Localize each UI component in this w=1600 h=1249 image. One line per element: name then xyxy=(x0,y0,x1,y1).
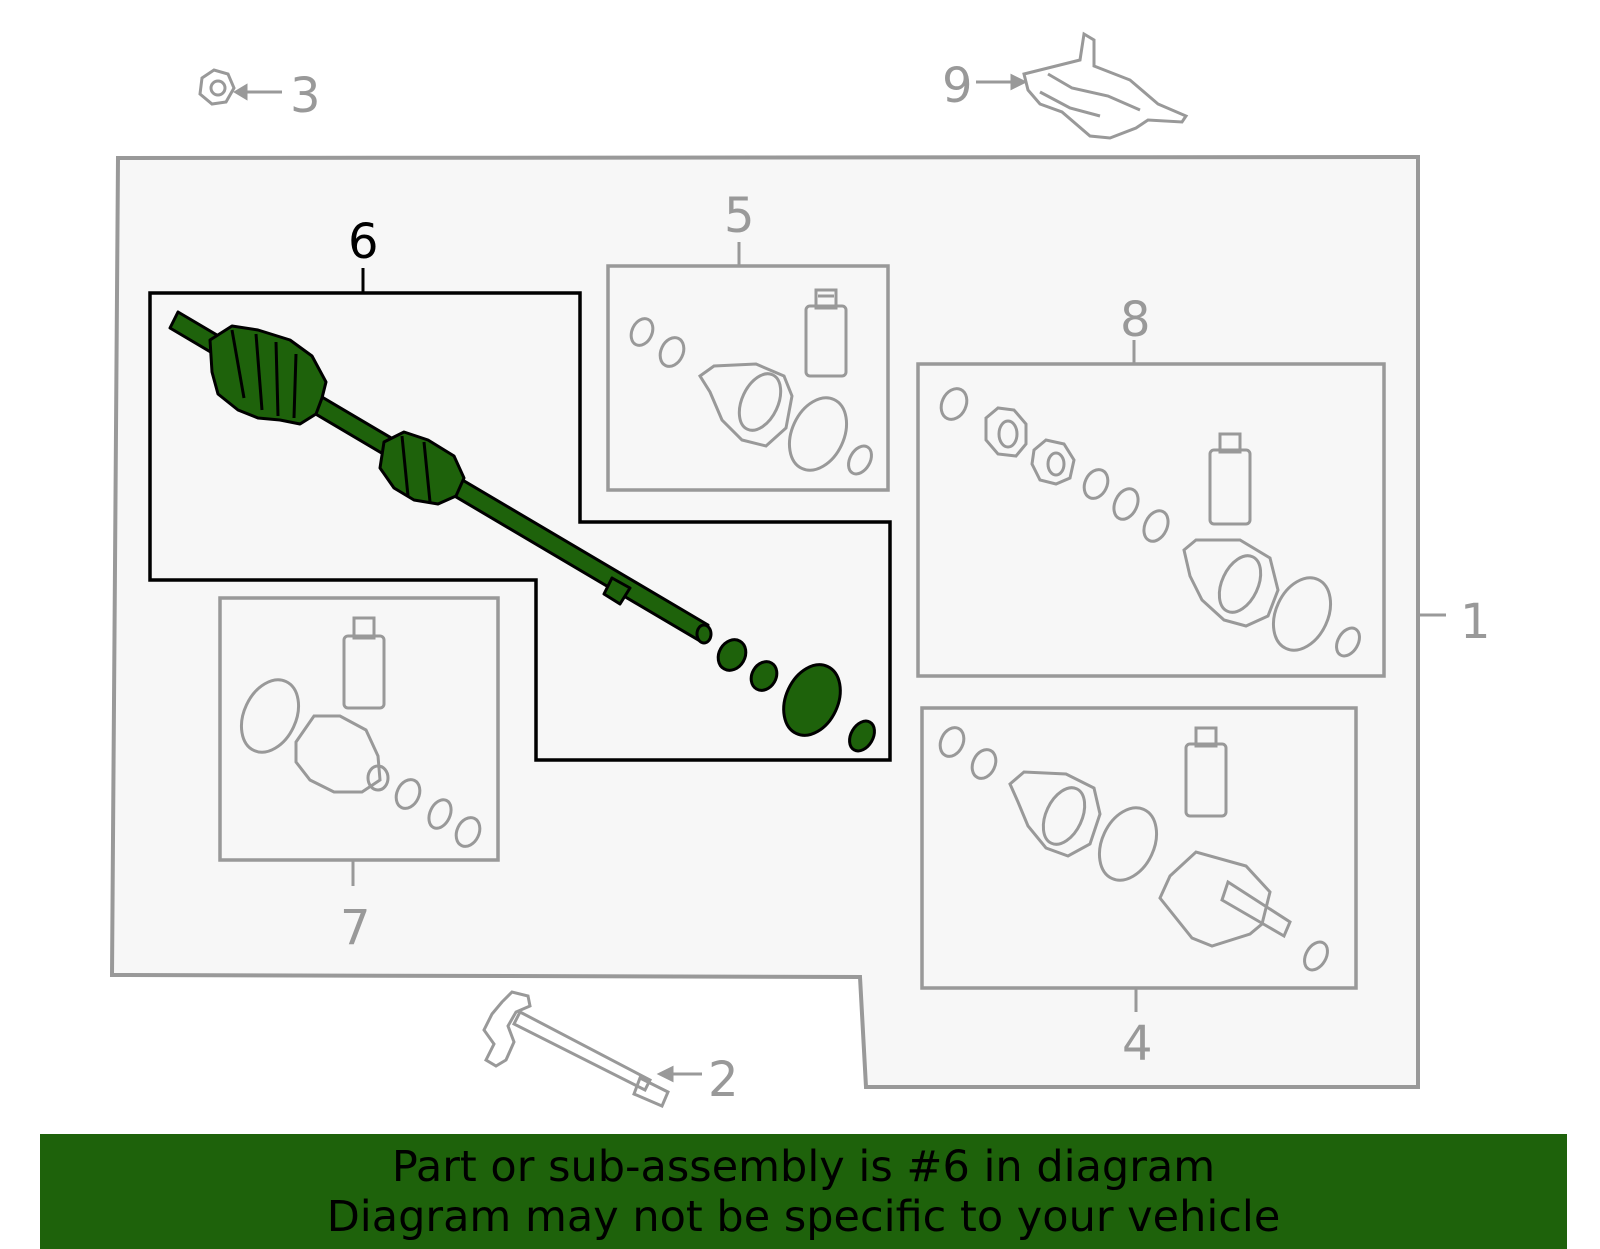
callout-9: 9 xyxy=(942,58,973,114)
part-5-boot-kit xyxy=(629,288,873,476)
info-banner: Part or sub-assembly is #6 in diagram Di… xyxy=(40,1134,1567,1249)
part-2-bolt[interactable] xyxy=(482,990,702,1108)
part-3-nut[interactable] xyxy=(198,68,282,106)
callout-4[interactable]: 4 xyxy=(1122,1016,1153,1072)
callout-7[interactable]: 7 xyxy=(340,900,371,956)
callout-3: 3 xyxy=(290,68,321,124)
svg-text:1: 1 xyxy=(1460,594,1491,650)
callout-1[interactable]: 1 xyxy=(1418,594,1491,650)
part-5-box xyxy=(606,264,890,492)
part-8-joint-kit xyxy=(939,387,1361,658)
part-7-boot-kit xyxy=(239,616,482,848)
parts-diagram: 1 3 9 2 6 xyxy=(109,31,1491,1108)
assembly-panel xyxy=(109,154,1420,1089)
banner-line-2: Diagram may not be specific to your vehi… xyxy=(326,1192,1281,1242)
part-4-box xyxy=(920,706,1358,990)
part-6-axle-shaft[interactable] xyxy=(168,310,880,755)
callout-8[interactable]: 8 xyxy=(1120,292,1151,348)
part-4-inner-joint-kit xyxy=(938,726,1329,972)
part-8-box xyxy=(916,362,1386,678)
callout-5[interactable]: 5 xyxy=(724,188,755,244)
part-9-bracket[interactable] xyxy=(976,31,1189,140)
callout-2: 2 xyxy=(708,1052,739,1108)
part-7-box xyxy=(218,596,500,862)
part-6-group-box xyxy=(148,291,892,762)
callout-6[interactable]: 6 xyxy=(348,214,379,270)
banner-line-1: Part or sub-assembly is #6 in diagram xyxy=(391,1142,1216,1192)
